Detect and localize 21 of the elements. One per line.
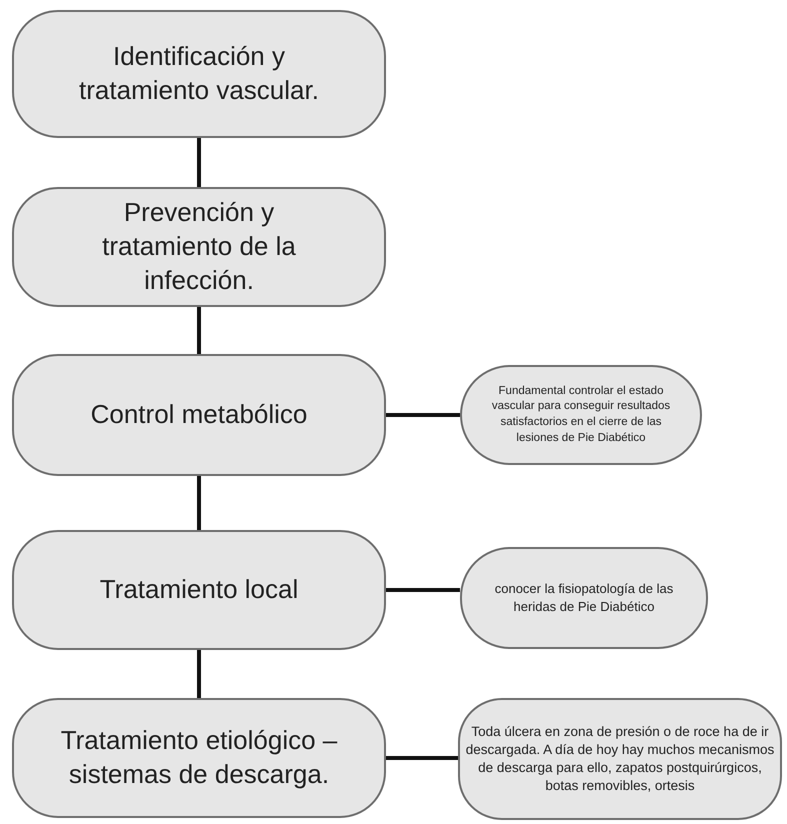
process-box: [12, 530, 386, 650]
step-label: Prevención y tratamiento de la infección.: [101, 196, 297, 297]
step-label: Tratamiento local: [100, 573, 298, 606]
connector-line: [197, 650, 201, 698]
note-box: [458, 698, 782, 820]
connector-line: [197, 138, 201, 187]
note-text: conocer la fisiopatología de las heridas de Pie Diabético: [494, 580, 674, 616]
process-box: [12, 187, 386, 307]
connector-line: [386, 413, 460, 417]
connector-line: [197, 307, 201, 354]
process-box: [12, 354, 386, 476]
step-label: Control metabólico: [90, 398, 308, 432]
process-box: [12, 10, 386, 138]
connector-line: [197, 476, 201, 530]
note-text: Toda úlcera en zona de presión o de roce ha de ir descargada. A día de hoy hay muchos mecanismos de descarga para ello, zapatos postquirúrgicos, botas removibles, ortesis: [464, 722, 776, 796]
step-label: Tratamiento etiológico – sistemas de descarga.: [60, 724, 338, 791]
step-label: Identificación y tratamiento vascular.: [78, 40, 320, 107]
note-text: Fundamental controlar el estado vascular para conseguir resultados satisfactorios en el cierre de las lesiones de Pie Diabético: [490, 384, 672, 446]
connector-line: [386, 756, 458, 760]
process-box: [12, 698, 386, 818]
connector-line: [386, 588, 460, 592]
